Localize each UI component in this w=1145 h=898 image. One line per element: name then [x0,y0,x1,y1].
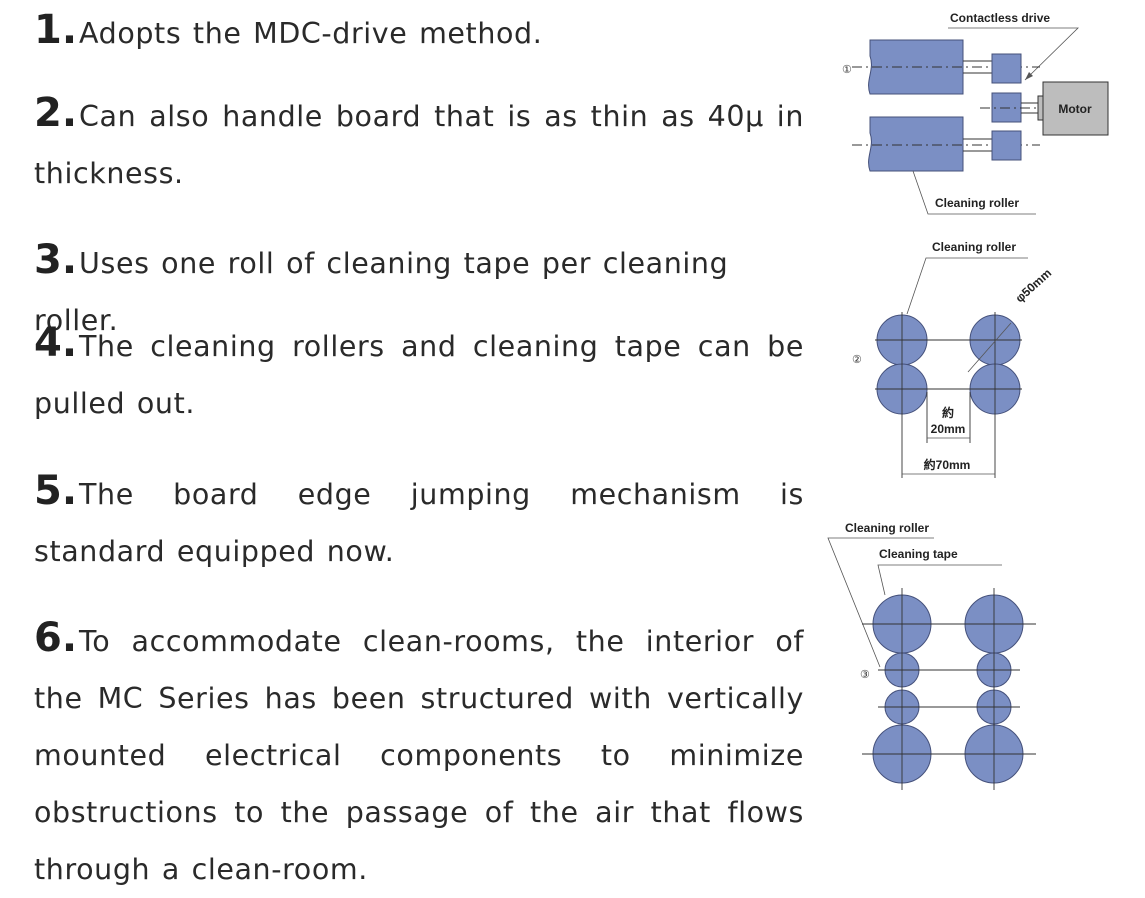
feature-6: 6.To accommodate clean-rooms, the interi… [34,610,804,898]
feature-text: To accommodate clean-rooms, the interior… [34,625,804,886]
feature-text: Adopts the MDC-drive method. [79,17,543,50]
diameter-label: φ50mm [1013,266,1055,305]
feature-text: Uses one roll of cleaning tape per clean… [34,247,729,337]
gap-prefix: 約 [942,405,954,420]
feature-1: 1.Adopts the MDC-drive method. [34,2,804,62]
cleaning-roller-leader-2 [906,257,1028,315]
feature-5: 5.The board edge jumping mechanism is st… [34,463,804,580]
contactless-drive-arrowhead [1025,72,1033,80]
figure-marker-2: ② [852,354,862,366]
figure-roller-spacing: Cleaning roller ② φ50mm 約 20mm 約70mm [852,240,1055,478]
feature-3: 3.Uses one roll of cleaning tape per cle… [34,232,804,349]
cleaning-roller-label-2: Cleaning roller [932,240,1016,254]
cleaning-roller-label-1: Cleaning roller [935,196,1019,210]
feature-number: 4. [34,320,78,366]
motor-drive-block [991,92,1022,123]
feature-number: 2. [34,90,78,136]
contactless-drive-label: Contactless drive [950,11,1050,25]
cleaning-tape-label: Cleaning tape [879,547,958,561]
diameter-leader [967,322,1012,373]
lower-drive-block [991,130,1022,161]
feature-text: The cleaning rollers and cleaning tape c… [34,330,804,420]
feature-text: Can also handle board that is as thin as… [34,100,804,190]
feature-2: 2.Can also handle board that is as thin … [34,85,804,202]
figure-marker-3: ③ [860,669,870,681]
cleaning-tape-leader [877,564,1002,596]
gap-label: 20mm [931,422,966,436]
upper-drive-block [991,53,1022,84]
cleaning-roller-leader-1 [912,170,1036,215]
feature-4: 4.The cleaning rollers and cleaning tape… [34,315,804,432]
feature-number: 5. [34,468,78,514]
figure-marker-1: ① [842,64,852,76]
width-label: 約70mm [924,457,971,472]
contactless-drive-leader [948,27,1079,81]
motor-box [1042,81,1109,136]
feature-text: The board edge jumping mechanism is stan… [34,478,804,568]
figure-contactless-drive: Contactless drive ① Motor Cleaning rolle… [842,11,1109,215]
feature-number: 3. [34,237,78,283]
feature-number: 6. [34,615,78,661]
feature-number: 1. [34,7,78,53]
lower-roller [868,116,964,172]
motor-label: Motor [1058,102,1092,116]
figure-roller-stack: Cleaning roller Cleaning tape ③ [827,521,1036,790]
cleaning-roller-label-3: Cleaning roller [845,521,929,535]
